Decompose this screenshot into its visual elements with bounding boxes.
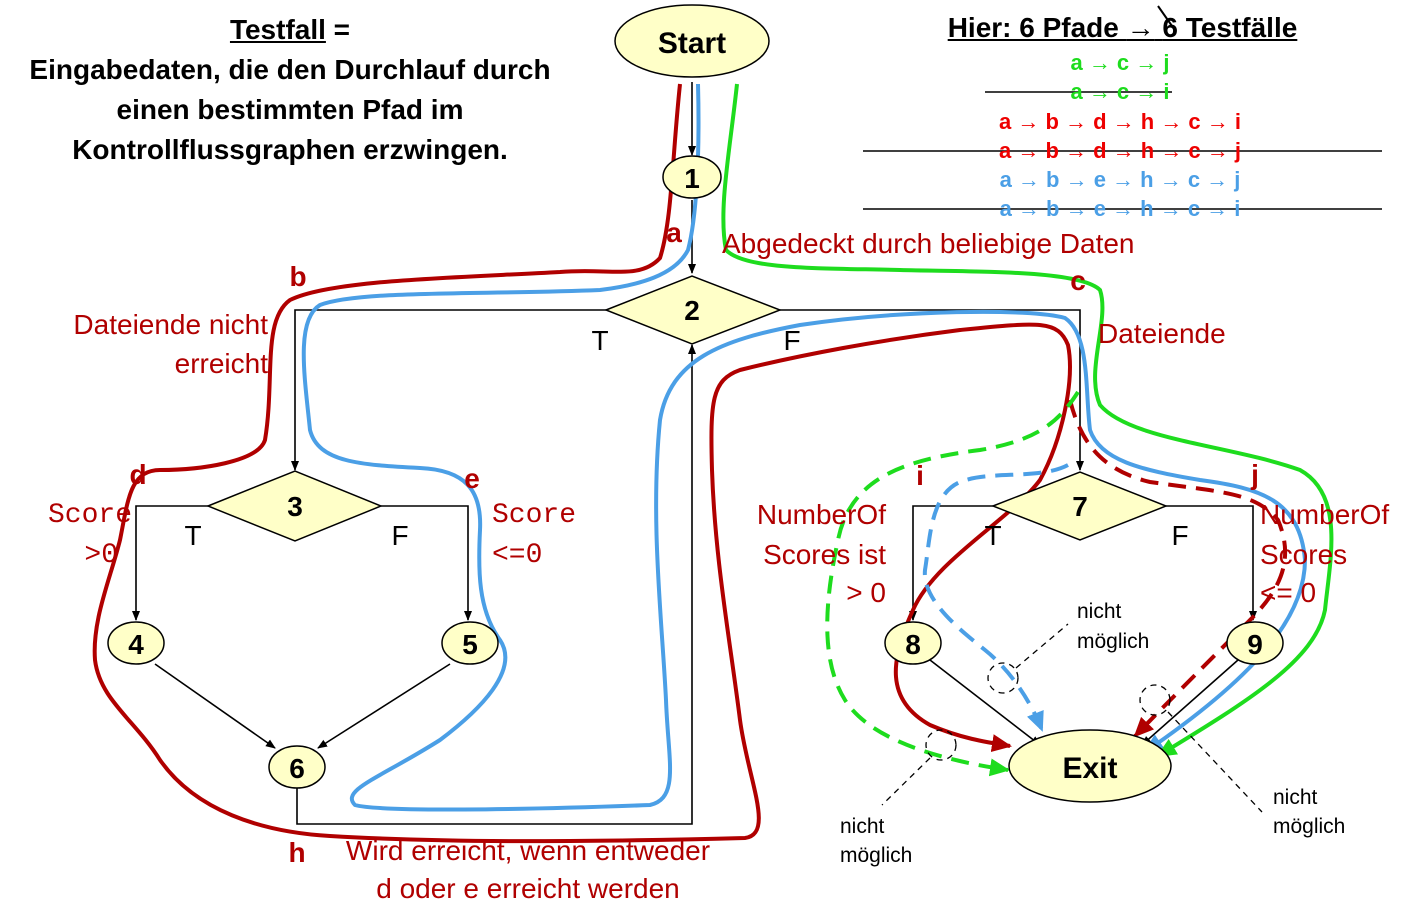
node-1-label: 1: [684, 163, 700, 194]
node-8-label: 8: [905, 629, 921, 660]
impossible-marker: [925, 729, 957, 761]
annotation-h-note-2: d oder e erreicht werden: [376, 873, 680, 904]
annotation-nicht-moeglich-2b: möglich: [840, 844, 912, 867]
node-exit-label: Exit: [1062, 752, 1117, 785]
edge-i: [909, 505, 993, 621]
path-list: a → c → j a → c → i a → b → d → h → c → …: [999, 50, 1241, 221]
annotation-h-note-1: Wird erreicht, wenn entweder: [346, 835, 710, 866]
branch-label-f7: F: [1171, 520, 1188, 551]
edge-letter-e: e: [464, 463, 480, 494]
annotation-nicht-moeglich-1b: möglich: [1077, 630, 1149, 653]
annotation-dateiende-nicht-2: erreicht: [175, 348, 269, 379]
node-6: [268, 745, 326, 789]
node-2: [603, 275, 783, 345]
node-8: [884, 621, 942, 665]
annotation-abgedeckt: Abgedeckt durch beliebige Daten: [722, 228, 1135, 259]
paths-header-suffix: Testfälle: [1178, 12, 1298, 43]
edge-j: [1166, 505, 1257, 621]
annotation-nos-le-2: Scores: [1260, 539, 1347, 570]
annotation-score-gt-2: >0: [84, 540, 118, 571]
annotation-nos-gt-3: > 0: [846, 577, 886, 608]
annotation-score-le-1: Score: [492, 500, 576, 531]
annotation-dateiende-nicht-1: Dateiende nicht: [73, 309, 268, 340]
edge-letter-b: b: [289, 261, 306, 292]
node-7-label: 7: [1072, 491, 1088, 522]
path-entry: a → b → e → h → c → j: [1000, 167, 1241, 192]
annotation-nicht-moeglich-3b: möglich: [1273, 815, 1345, 838]
node-3-label: 3: [287, 491, 303, 522]
annotation-score-gt-1: Score: [48, 500, 132, 531]
impossible-marker: [1139, 684, 1171, 716]
path-blue: [301, 83, 1308, 812]
edge-letter-a: a: [666, 217, 682, 248]
annotation-nicht-moeglich-1a: nicht: [1077, 600, 1122, 623]
edge-h: [296, 344, 696, 825]
annotation-nos-le-3: <= 0: [1260, 577, 1316, 608]
edge-letter-h: h: [288, 837, 305, 868]
annotation-nicht-moeglich-3a: nicht: [1273, 786, 1318, 809]
branch-label-t2: T: [591, 325, 608, 356]
branch-label-f2: F: [783, 325, 800, 356]
path-entry: a → b → d → h → c → j: [999, 138, 1241, 163]
annotation-nos-le-1: NumberOf: [1260, 499, 1389, 530]
edge-8-exit: [929, 659, 1041, 746]
definition-term: Testfall: [229, 14, 326, 45]
node-start-label: Start: [658, 27, 726, 60]
nodes: [107, 4, 1284, 803]
path-green: [721, 83, 1334, 758]
edge-letter-j: j: [1250, 459, 1259, 490]
annotation-nos-gt-1: NumberOf: [757, 499, 886, 530]
path-entry: a → c → j: [1070, 50, 1169, 75]
edge-c: [780, 309, 1084, 471]
impossible-markers: [881, 623, 1263, 813]
path-entry: a → c → i: [1070, 79, 1169, 104]
header-strike: [1157, 5, 1173, 27]
path-red: [92, 83, 1072, 844]
paths-header: Hier: 6 Pfade → 6 Testfälle: [900, 8, 1345, 47]
node-1: [662, 155, 722, 199]
node-9-label: 9: [1247, 629, 1263, 660]
branch-label-t3: T: [184, 520, 201, 551]
annotation-nicht-moeglich-2a: nicht: [840, 815, 885, 838]
definition-equals: =: [325, 14, 351, 45]
node-3: [205, 470, 383, 542]
edge-letter-d: d: [129, 459, 146, 490]
definition-text: Eingabedaten, die den Durchlauf durch ei…: [29, 54, 551, 165]
paths-header-prefix: Hier: 6 Pfade: [947, 12, 1127, 43]
definition-block: Testfall = Eingabedaten, die den Durchla…: [20, 10, 560, 170]
arrow-icon: →: [1126, 12, 1155, 43]
edge-5-6: [317, 663, 451, 749]
annotation-dateiende: Dateiende: [1098, 318, 1226, 349]
branch-label-t7: T: [984, 520, 1001, 551]
paths-header-count: 6: [1162, 12, 1178, 43]
edge-e: [381, 505, 472, 621]
node-4-label: 4: [128, 629, 144, 660]
path-blue-dashed: [922, 463, 1069, 732]
node-start: [614, 4, 770, 78]
path-entry: a → b → e → h → c → i: [1000, 196, 1241, 221]
node-5: [441, 621, 499, 665]
node-9: [1226, 621, 1284, 665]
edge-9-exit: [1141, 659, 1239, 746]
path-green-dashed: [825, 390, 1080, 777]
path-entry: a → b → d → h → c → i: [999, 109, 1241, 134]
node-6-label: 6: [289, 753, 305, 784]
path-red-dashed: [1068, 399, 1288, 738]
edge-d: [132, 505, 208, 621]
edge-letter-c: c: [1070, 265, 1086, 296]
node-2-label: 2: [684, 295, 700, 326]
node-4: [107, 621, 165, 665]
edge-b: [291, 309, 606, 471]
annotation-nos-gt-2: Scores ist: [763, 539, 886, 570]
impossible-marker: [987, 662, 1019, 694]
branch-label-f3: F: [391, 520, 408, 551]
node-exit: [1008, 729, 1172, 803]
node-7: [990, 471, 1169, 541]
annotation-score-le-2: <=0: [492, 540, 542, 571]
edge-4-6: [154, 663, 276, 749]
edge-letter-i: i: [916, 460, 924, 491]
node-5-label: 5: [462, 629, 478, 660]
